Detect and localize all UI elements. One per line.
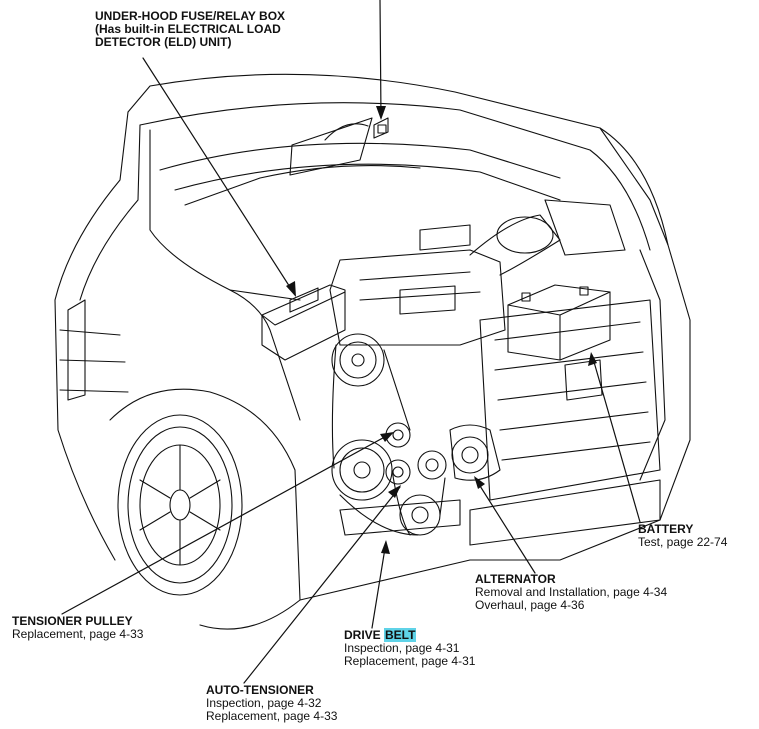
drive-belt-label: DRIVE BELT Inspection, page 4-31 Replace… [344,628,476,668]
leader-lines [61,0,641,684]
alternator-ref-overhaul: Overhaul, page 4-36 [475,598,585,612]
tensioner-pulley-title: TENSIONER PULLEY [12,614,133,628]
fuse-box-label-line3: DETECTOR (ELD) UNIT) [95,35,232,49]
battery [507,284,611,361]
leader-arrowheads [286,106,597,554]
drive-belt-title-word: DRIVE [344,628,385,642]
battery-ref-test: Test, page 22-74 [638,535,728,549]
tensioner-pulley-label: TENSIONER PULLEY Replacement, page 4-33 [12,615,143,641]
auto-tensioner-label: AUTO-TENSIONER Inspection, page 4-32 Rep… [206,684,337,723]
engine-cover [329,199,626,346]
belt-drive [331,333,501,536]
auto-tensioner-ref-inspection: Inspection, page 4-32 [206,696,322,710]
battery-label: BATTERY Test, page 22-74 [638,523,727,549]
battery-title: BATTERY [638,522,694,536]
drive-belt-title: DRIVE BELT [344,628,475,642]
alternator-ref-removal: Removal and Installation, page 4-34 [475,585,668,599]
front-wheel [117,414,243,596]
fuse-relay-box-label: UNDER-HOOD FUSE/RELAY BOX (Has built-in … [95,10,285,49]
drive-belt-highlighted-word: BELT [384,628,417,642]
vehicle-body [54,111,691,630]
fuse-box-label-line2: (Has built-in ELECTRICAL LOAD [95,22,281,36]
alternator-label: ALTERNATOR Removal and Installation, pag… [475,573,667,612]
tensioner-pulley-ref-replacement: Replacement, page 4-33 [12,627,144,641]
alternator-title: ALTERNATOR [475,572,556,586]
fuse-relay-box [261,284,346,361]
open-hood [127,73,669,251]
drive-belt-ref-inspection: Inspection, page 4-31 [344,641,460,655]
auto-tensioner-title: AUTO-TENSIONER [206,683,314,697]
fuse-box-label-line1: UNDER-HOOD FUSE/RELAY BOX [95,9,286,23]
drive-belt-ref-replacement: Replacement, page 4-31 [344,654,476,668]
auto-tensioner-ref-replacement: Replacement, page 4-33 [206,709,338,723]
front-grille [339,299,661,546]
